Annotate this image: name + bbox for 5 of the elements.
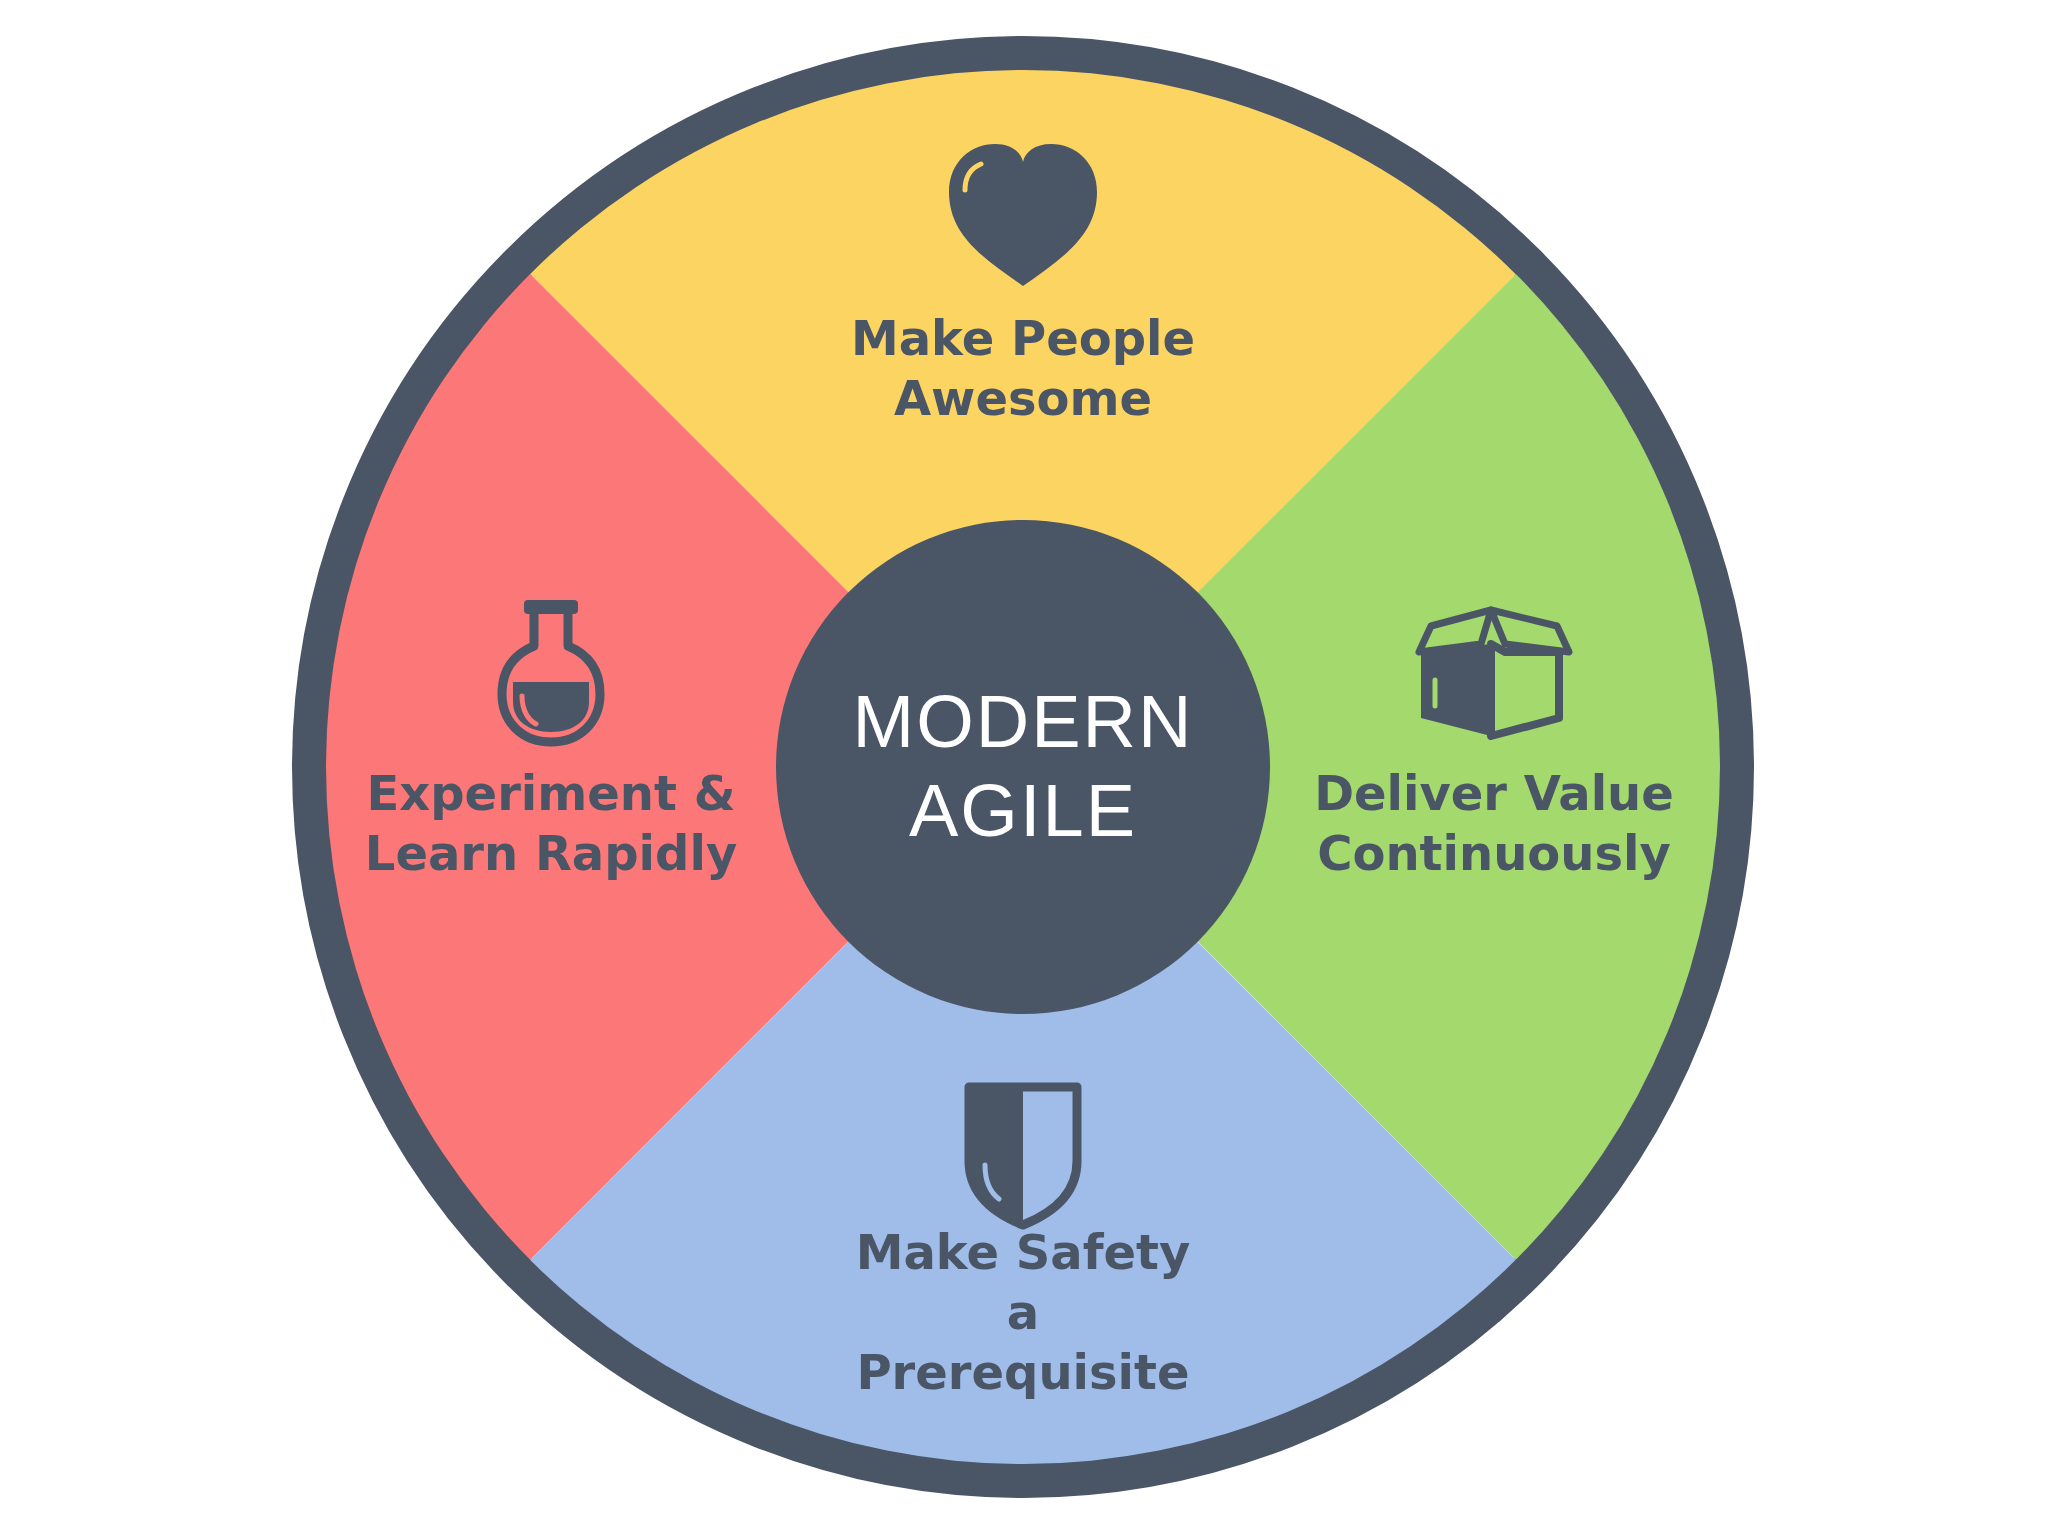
value-label: Experiment & Learn Rapidly [363, 764, 739, 883]
value-label: Deliver Value Continuously [1313, 764, 1675, 883]
value-label: Make People Awesome [849, 309, 1197, 428]
title-text: MODERN AGILE [851, 679, 1195, 854]
value-label: Make Safety a Prerequisite [854, 1223, 1192, 1402]
